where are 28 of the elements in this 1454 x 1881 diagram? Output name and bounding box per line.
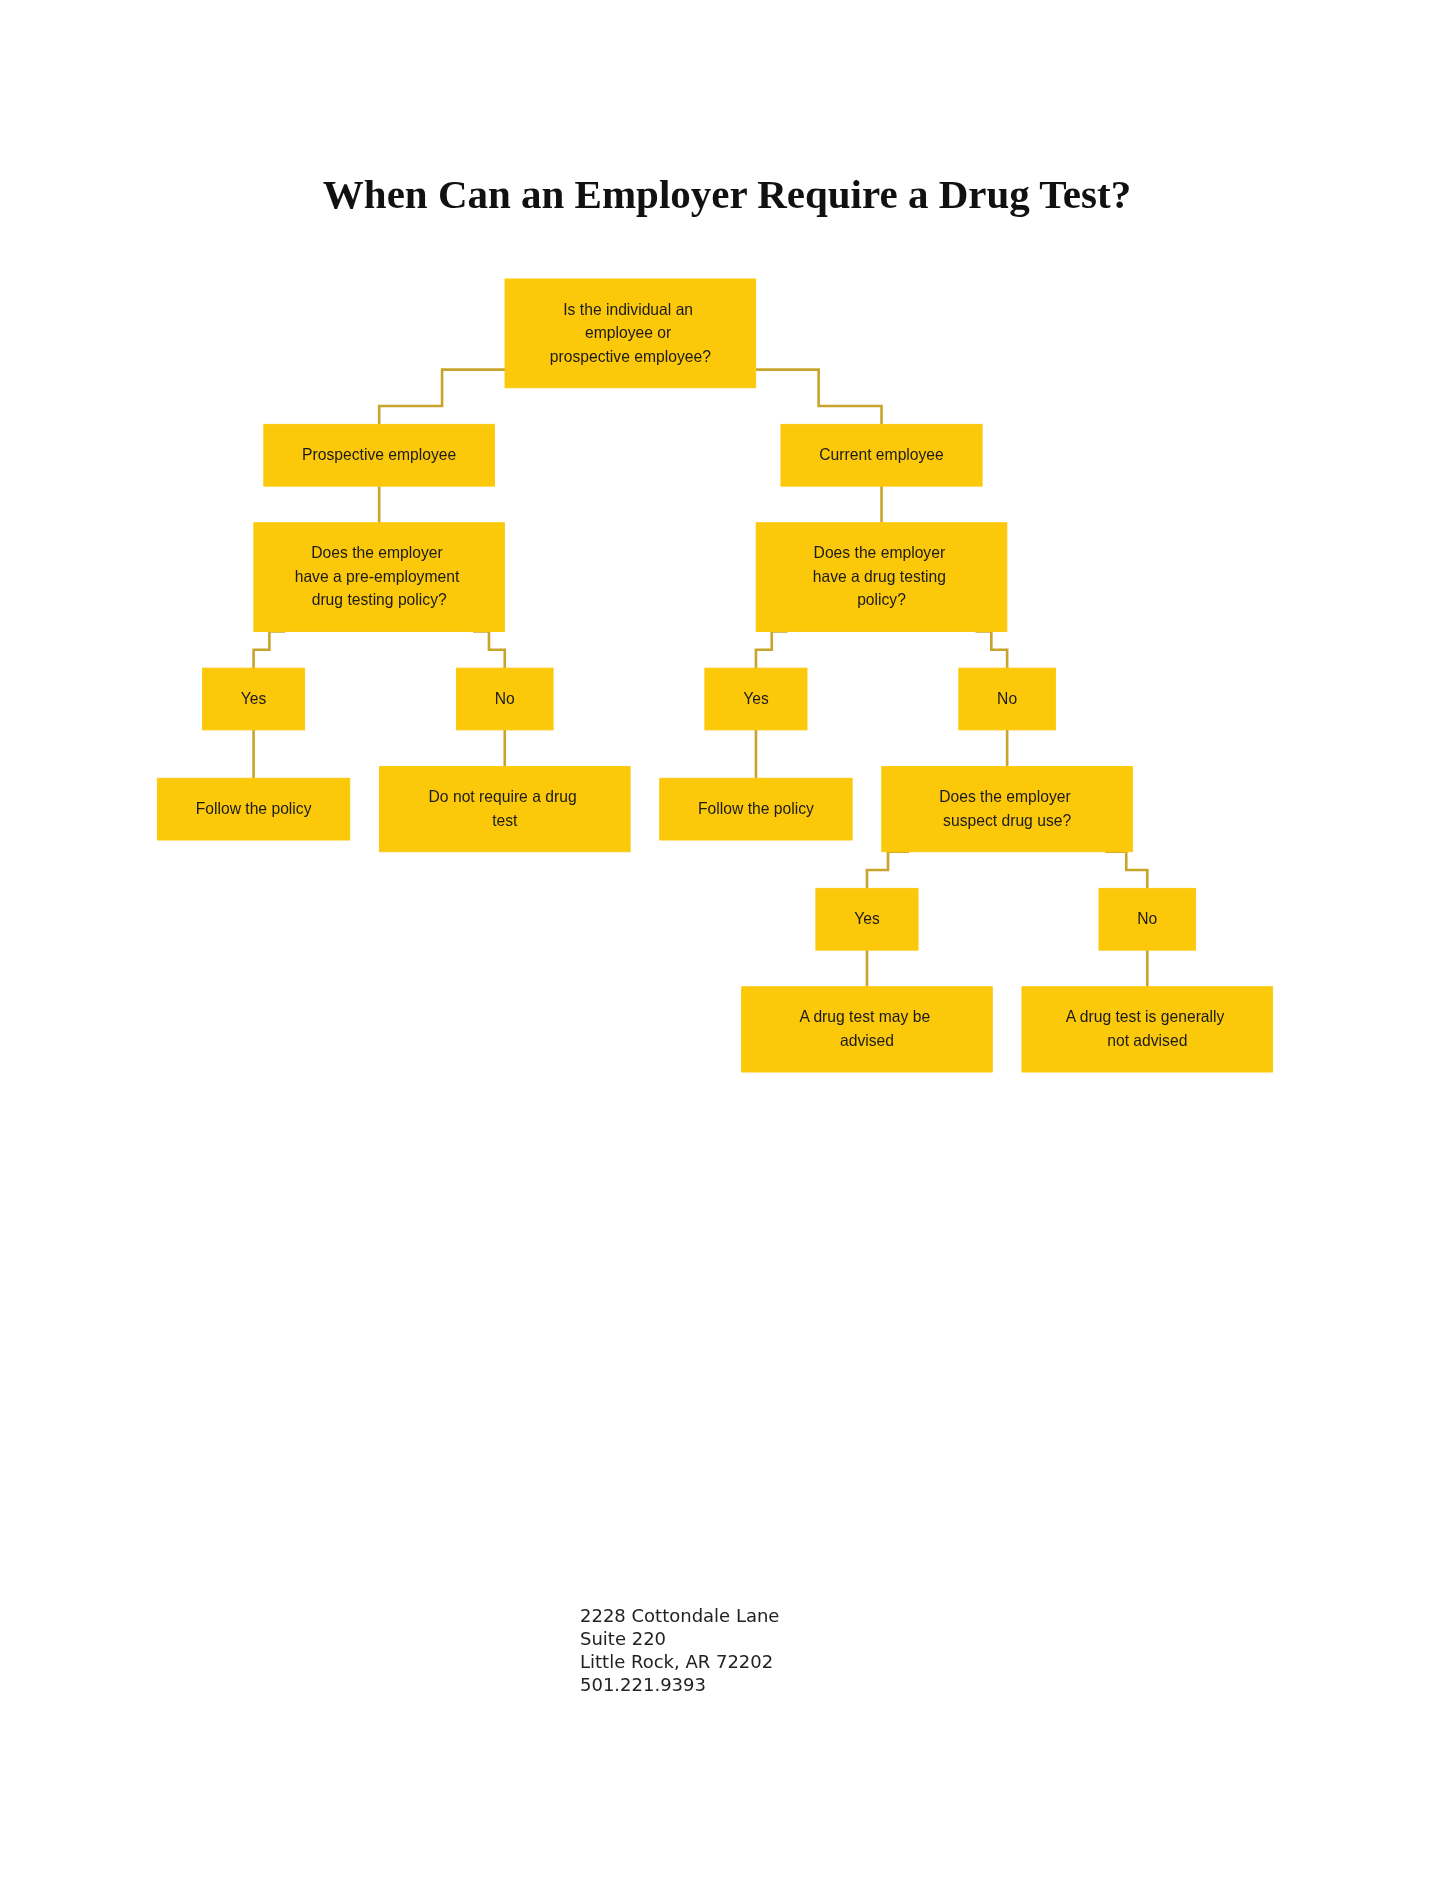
process-box: Does the employer have a drug testing policy? <box>755 522 1008 632</box>
process-box: Yes <box>815 887 919 951</box>
connector-line <box>1005 728 1009 768</box>
connector-line <box>377 368 505 426</box>
process-box: A drug test is generally not advised <box>1021 986 1274 1073</box>
process-box: Does the employer suspect drug use? <box>881 766 1133 853</box>
process-box: Do not require a drug test <box>378 766 631 853</box>
connector-line <box>503 728 507 768</box>
process-box: Prospective employee <box>263 423 495 487</box>
connector-line <box>252 728 255 780</box>
process-box: Yes <box>202 667 306 731</box>
connector-line <box>754 728 758 780</box>
process-box: A drug test may be advised <box>741 986 993 1073</box>
contact-line: Suite 220 <box>580 1627 667 1650</box>
contact-line: 2228 Cottondale Lane <box>580 1604 780 1627</box>
connector-line <box>755 368 883 426</box>
diagram-title: When Can an Employer Require a Drug Test? <box>321 170 1133 218</box>
process-box: No <box>958 667 1056 731</box>
process-box: Does the employer have a pre-employment drug testing policy? <box>253 522 505 632</box>
contact-line: 501.221.9393 <box>580 1673 706 1696</box>
process-box: No <box>1098 887 1197 951</box>
process-box: Current employee <box>780 423 983 487</box>
process-box: Follow the policy <box>659 777 853 841</box>
process-box: Is the individual an employee or prospective employee? <box>504 278 757 389</box>
process-box: Yes <box>704 667 808 731</box>
process-box: No <box>456 667 554 731</box>
contact-line: Little Rock, AR 72202 <box>580 1650 774 1673</box>
process-box: Follow the policy <box>156 777 351 841</box>
